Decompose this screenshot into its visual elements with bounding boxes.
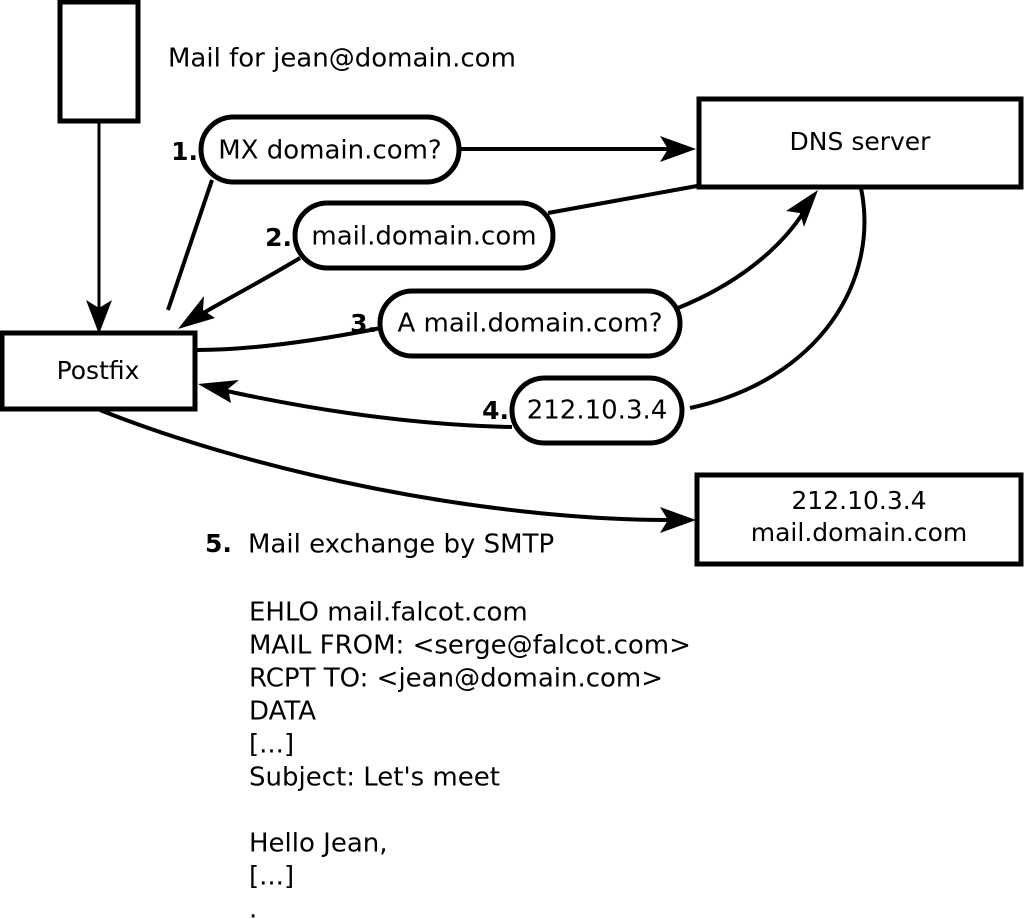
node-dns-server: DNS server [696,96,1024,190]
step-5-number: 5. [205,529,232,558]
smtp-transcript-line: RCPT TO: <jean@domain.com> [249,664,663,694]
edge-step4-dns-to-bubble [689,187,867,410]
step-2-number: 2. [265,223,292,252]
smtp-transcript: EHLO mail.falcot.com MAIL FROM: <serge@f… [249,598,691,919]
smtp-transcript-line: . [249,895,257,919]
step-2-label: mail.domain.com [311,222,536,252]
node-postfix: Postfix [0,330,198,412]
step-4-bubble: 212.10.3.4 [509,375,685,446]
edge-sender-to-postfix [86,122,112,334]
step-4-bubble-shape [509,375,685,446]
smtp-transcript-line: [...] [249,862,294,892]
edge-step5-postfix-to-target [99,408,696,533]
node-target-mailserver-ip: 212.10.3.4 [791,486,926,515]
step-1-label: MX domain.com? [218,136,441,166]
edge-step1-bubble-to-dns [460,136,696,162]
step-3-number: 3. [350,309,377,338]
smtp-transcript-line: Subject: Let's meet [249,763,500,793]
node-postfix-label: Postfix [57,356,140,385]
step-4-number: 4. [482,396,509,425]
edge-step2-dns-to-bubble [547,184,698,215]
mail-for-caption: Mail for jean@domain.com [168,44,516,74]
node-dns-server-label: DNS server [790,127,932,156]
node-sender-box [57,0,141,124]
edge-step3-bubble-to-dns [677,190,818,310]
step-2-bubble-shape [292,200,556,271]
smtp-transcript-line: DATA [249,697,316,727]
edge-step2-bubble-to-postfix [178,256,302,329]
node-target-mailserver-box [694,472,1024,567]
edge-step4-bubble-to-postfix [198,380,513,429]
smtp-transcript-line: EHLO mail.falcot.com [249,598,528,628]
step-3-bubble-shape [377,288,683,359]
node-dns-server-box [696,96,1024,190]
node-postfix-box [0,330,198,412]
step-1-bubble: MX domain.com? [198,114,462,185]
step-4-label: 212.10.3.4 [527,396,668,426]
step-3-label: A mail.domain.com? [398,309,663,339]
step-1-number: 1. [171,137,198,166]
smtp-transcript-line: Hello Jean, [249,829,388,859]
node-target-mailserver: 212.10.3.4 mail.domain.com [694,472,1024,567]
edge-step3-postfix-to-bubble [196,326,382,352]
node-target-mailserver-hostname: mail.domain.com [751,518,967,547]
edge-step1-postfix-to-bubble [166,179,214,311]
step-1-bubble-shape [198,114,462,185]
smtp-transcript-line: MAIL FROM: <serge@falcot.com> [249,631,691,661]
step-3-bubble: A mail.domain.com? [377,288,683,359]
smtp-transcript-line: [...] [249,730,294,760]
step-5-label: Mail exchange by SMTP [248,530,554,560]
step-2-bubble: mail.domain.com [292,200,556,271]
